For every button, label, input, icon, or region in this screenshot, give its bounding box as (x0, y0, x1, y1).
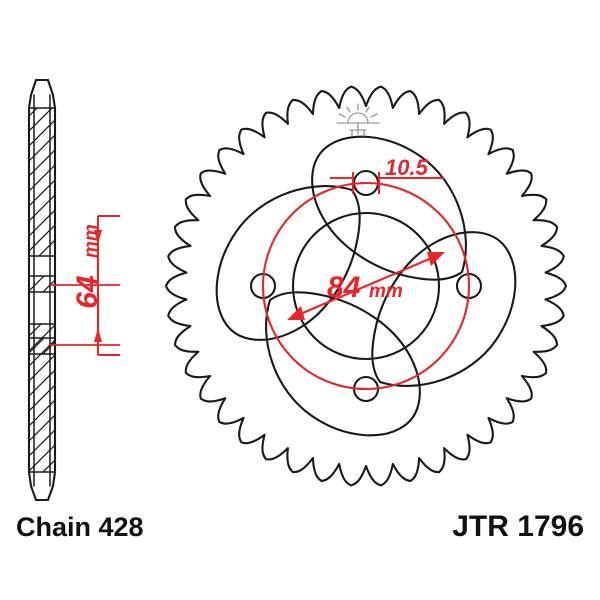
sunburst-ray-2 (346, 106, 351, 113)
dim-64-arrow-bottom (94, 328, 102, 342)
dim-64-number: 64 (71, 275, 104, 309)
sunburst-ray-5 (370, 113, 378, 118)
dim-64-arrow-top (94, 230, 102, 244)
side-section-view (27, 78, 57, 502)
dim-64-unit: mm (81, 224, 102, 258)
dimension-10-5: 10.5 (330, 155, 444, 194)
part-number-caption: JTR 1796 (452, 510, 584, 543)
dim-84-number: 84 (327, 271, 361, 304)
sprocket-cutouts (215, 135, 517, 437)
cutout-lower-right (371, 231, 517, 387)
sunburst-ray-3 (365, 106, 370, 113)
centre-bore (291, 211, 441, 361)
side-hatch-boss-bottom (28, 338, 56, 354)
side-hatch-rim-top (28, 108, 56, 256)
dim-84-arrow-left (287, 306, 305, 320)
cutout-upper-right (311, 135, 467, 281)
dim-84-arrow-right (427, 252, 445, 266)
cutout-lower-left (265, 291, 421, 437)
bolt-circle-84mm (261, 181, 471, 391)
dimension-64mm: 64 mm (50, 214, 120, 357)
dimension-84mm: 84 mm (261, 181, 471, 391)
dim-105-label: 10.5 (385, 155, 429, 180)
sunburst-logo (336, 103, 380, 137)
sunburst-dome (347, 112, 369, 124)
dim-84-line (290, 253, 442, 319)
dim-64-label-group: 64 mm (71, 224, 104, 309)
side-hatch-boss-top (28, 276, 56, 292)
chain-caption: Chain 428 (16, 512, 144, 542)
dim-84-unit: mm (369, 281, 403, 302)
sprocket-tooth-ring (164, 85, 568, 487)
side-hatch-rim-bottom (28, 324, 56, 472)
face-view (164, 85, 568, 487)
sunburst-ray-4 (338, 113, 346, 118)
cutout-upper-left (215, 185, 361, 341)
